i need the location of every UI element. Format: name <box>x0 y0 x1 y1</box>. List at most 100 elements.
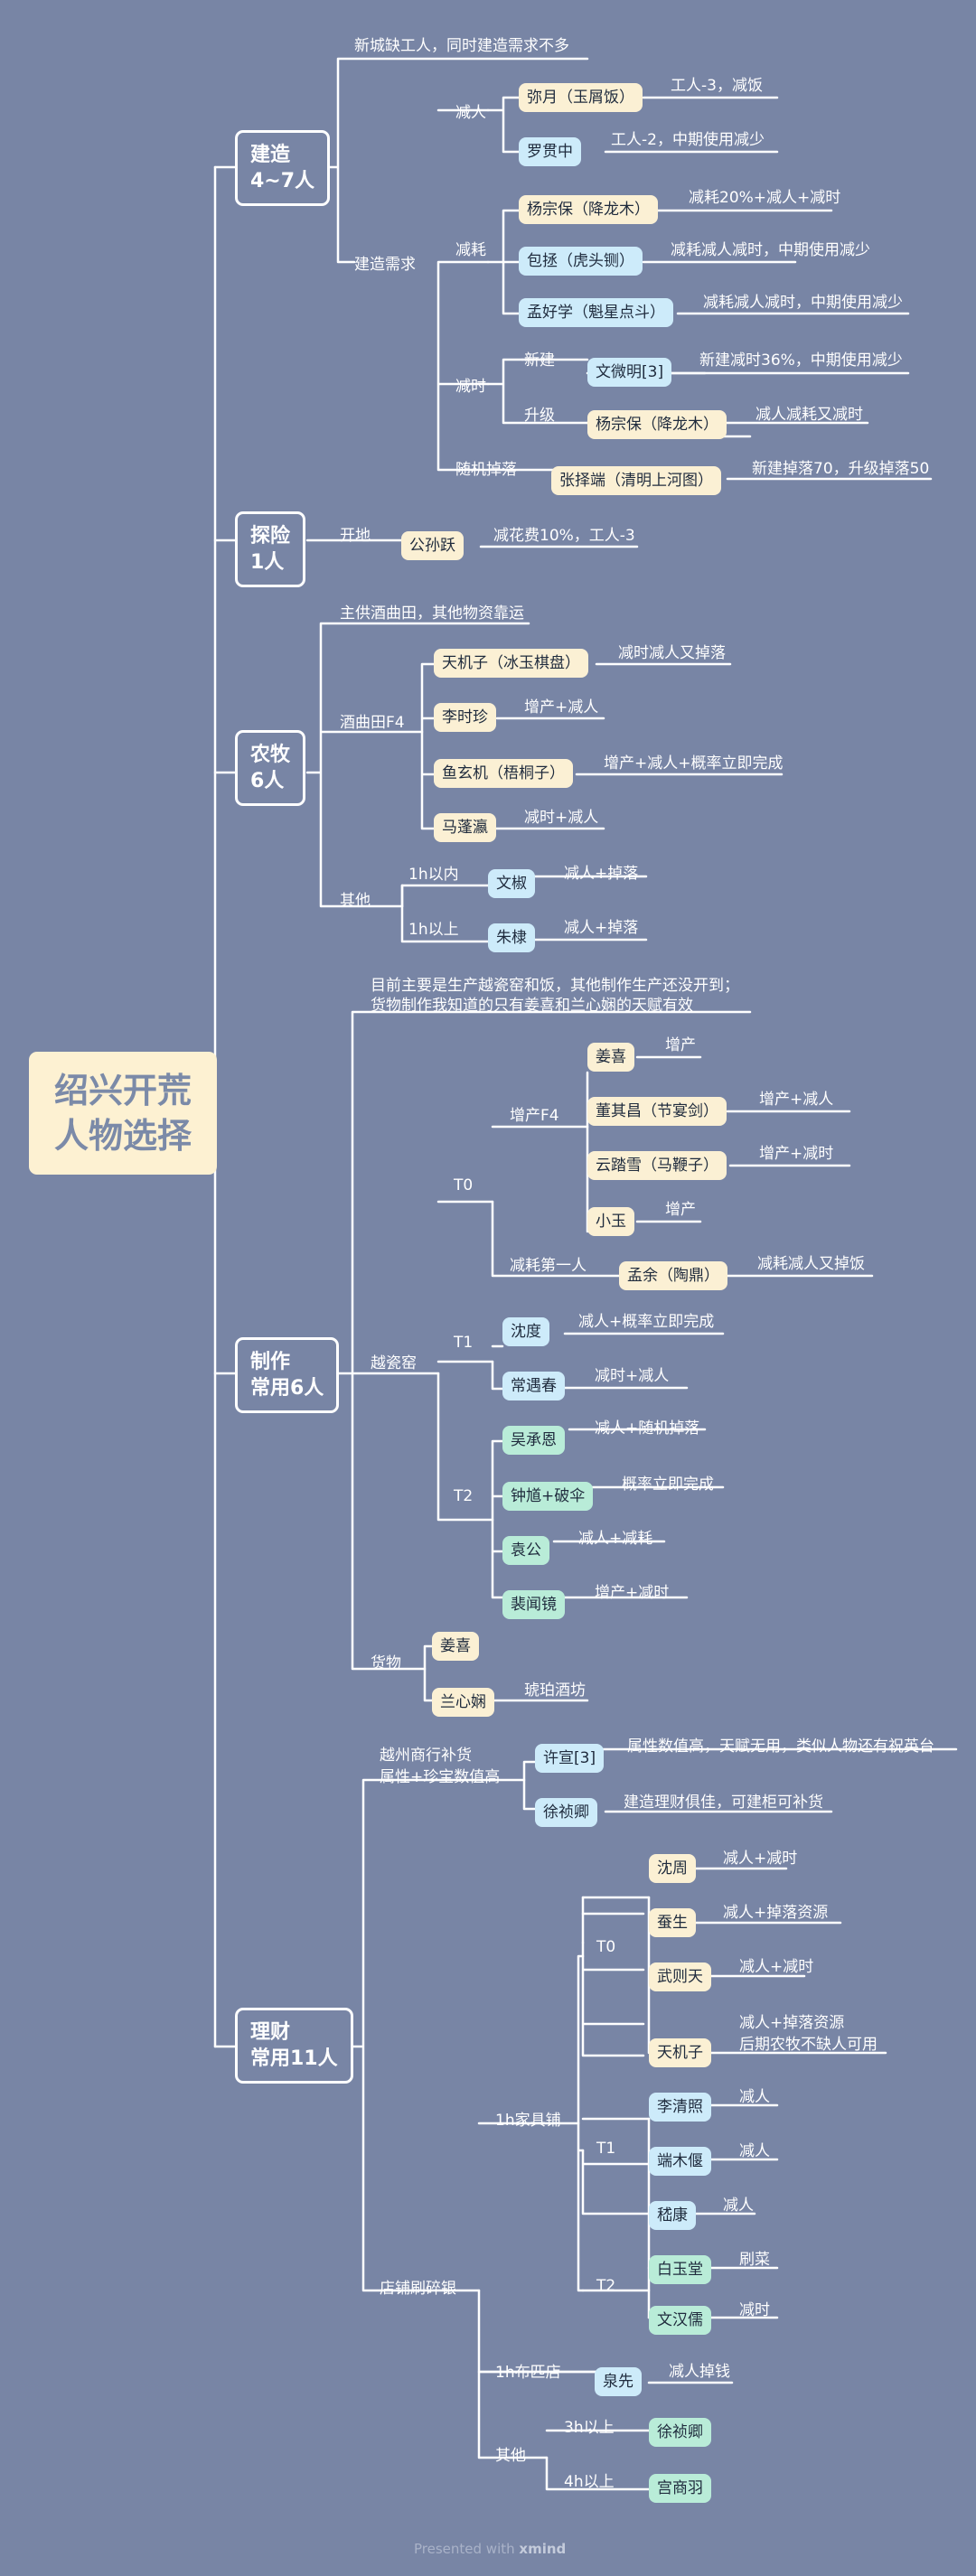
talent-desc[interactable]: 减人+掉落 <box>564 865 639 883</box>
category-finance[interactable]: 理财 常用11人 <box>235 2008 353 2084</box>
talent-desc[interactable]: 减人+掉落 <box>564 919 639 937</box>
person-node[interactable]: 袁公 <box>502 1536 549 1565</box>
talent-desc[interactable]: 减花费10%，工人-3 <box>493 527 635 545</box>
person-node[interactable]: 弥月（玉屑饭） <box>519 83 643 112</box>
person-node[interactable]: 文汉儒 <box>649 2306 711 2335</box>
talent-desc[interactable]: 新建减时36%，中期使用减少 <box>699 351 903 370</box>
talent-desc[interactable]: 建造理财俱佳，可建柜可补货 <box>624 1794 823 1812</box>
make-jianhao-first[interactable]: 减耗第一人 <box>510 1257 587 1275</box>
person-node[interactable]: 裴闻镜 <box>502 1590 565 1619</box>
talent-desc[interactable]: 减耗减人减时，中期使用减少 <box>703 294 903 312</box>
finance-shang-2[interactable]: 属性+珍宝数值高 <box>380 1768 501 1786</box>
person-node[interactable]: 白玉堂 <box>649 2255 711 2284</box>
finance-t0[interactable]: T0 <box>596 1938 616 1956</box>
talent-desc[interactable]: 工人-2，中期使用减少 <box>611 131 765 149</box>
talent-desc[interactable]: 减时+减人 <box>524 809 599 827</box>
person-node[interactable]: 许宣[3] <box>535 1744 605 1773</box>
person-node[interactable]: 鱼玄机（梧桐子） <box>434 759 573 788</box>
person-node[interactable]: 云踏雪（马鞭子） <box>587 1151 727 1180</box>
talent-desc[interactable]: 减时减人又掉落 <box>618 644 726 662</box>
make-note-1[interactable]: 目前主要是生产越瓷窑和饭，其他制作生产还没开到； <box>371 977 739 995</box>
talent-desc[interactable]: 增产 <box>665 1201 696 1219</box>
category-make[interactable]: 制作 常用6人 <box>235 1337 340 1413</box>
talent-desc[interactable]: 刷菜 <box>739 2251 770 2269</box>
person-node[interactable]: 张择端（清明上河图） <box>551 466 721 495</box>
person-node[interactable]: 杨宗保（降龙木） <box>519 195 658 224</box>
person-node[interactable]: 孟余（陶鼎） <box>619 1261 727 1290</box>
person-node[interactable]: 孟好学（魁星点斗） <box>519 298 673 327</box>
talent-desc[interactable]: 减人+随机掉落 <box>595 1419 700 1438</box>
person-node[interactable]: 沈周 <box>649 1854 696 1883</box>
person-node[interactable]: 姜喜 <box>587 1043 634 1072</box>
talent-desc[interactable]: 减人+减耗 <box>578 1530 653 1548</box>
talent-desc[interactable]: 减时 <box>739 2301 770 2319</box>
finance-3h[interactable]: 3h以上 <box>564 2419 615 2437</box>
farm-1h-within[interactable]: 1h以内 <box>408 866 459 884</box>
person-node[interactable]: 董其昌（节宴剑） <box>587 1097 727 1126</box>
make-note-2[interactable]: 货物制作我知道的只有姜喜和兰心娴的天赋有效 <box>371 997 693 1015</box>
person-node[interactable]: 端木偃 <box>649 2147 711 2176</box>
talent-desc[interactable]: 减耗减人减时，中期使用减少 <box>671 241 870 259</box>
person-node[interactable]: 钟馗+破伞 <box>502 1482 594 1511</box>
talent-desc[interactable]: 减人+减时 <box>739 1958 814 1976</box>
person-node[interactable]: 常遇春 <box>502 1372 565 1400</box>
person-node[interactable]: 文微明[3] <box>587 358 672 387</box>
build-xinjian[interactable]: 新建 <box>524 351 555 370</box>
farm-jiuqu[interactable]: 酒曲田F4 <box>340 714 405 732</box>
talent-desc[interactable]: 减人掉钱 <box>669 2363 730 2381</box>
farm-1h-above[interactable]: 1h以上 <box>408 921 459 939</box>
person-node[interactable]: 朱棣 <box>488 923 535 952</box>
talent-desc[interactable]: 增产+减时 <box>759 1145 834 1163</box>
category-explore[interactable]: 探险 1人 <box>235 511 306 587</box>
talent-desc[interactable]: 减耗减人又掉饭 <box>757 1255 865 1273</box>
person-node[interactable]: 武则天 <box>649 1962 711 1991</box>
person-node[interactable]: 李时珍 <box>434 703 496 732</box>
build-note[interactable]: 新城缺工人，同时建造需求不多 <box>354 37 569 55</box>
talent-desc[interactable]: 减人+概率立即完成 <box>578 1313 715 1331</box>
talent-desc[interactable]: 后期农牧不缺人可用 <box>739 2036 877 2054</box>
build-suiji[interactable]: 随机掉落 <box>455 461 517 479</box>
talent-desc[interactable]: 增产+减人+概率立即完成 <box>604 754 784 773</box>
build-jianshi[interactable]: 减时 <box>455 378 486 396</box>
person-node[interactable]: 天机子 <box>649 2038 711 2067</box>
talent-desc[interactable]: 减人减耗又减时 <box>755 406 863 424</box>
talent-desc[interactable]: 减人 <box>723 2197 754 2215</box>
build-jianren[interactable]: 减人 <box>455 104 486 122</box>
talent-desc[interactable]: 新建掉落70，升级掉落50 <box>752 460 930 478</box>
person-node[interactable]: 宫商羽 <box>649 2474 711 2503</box>
talent-desc[interactable]: 增产+减时 <box>595 1584 670 1602</box>
talent-desc[interactable]: 琥珀酒坊 <box>524 1681 586 1700</box>
person-node[interactable]: 徐祯卿 <box>535 1798 597 1827</box>
category-build[interactable]: 建造 4~7人 <box>235 130 331 206</box>
make-t0[interactable]: T0 <box>454 1176 474 1194</box>
talent-desc[interactable]: 减时+减人 <box>595 1367 670 1385</box>
finance-t1[interactable]: T1 <box>596 2140 616 2158</box>
person-node[interactable]: 李清照 <box>649 2093 711 2122</box>
person-node[interactable]: 姜喜 <box>432 1632 479 1661</box>
person-node[interactable]: 公孙跃 <box>401 531 464 560</box>
person-node[interactable]: 吴承恩 <box>502 1426 565 1455</box>
finance-qita[interactable]: 其他 <box>495 2447 526 2465</box>
make-huowu[interactable]: 货物 <box>371 1654 401 1672</box>
talent-desc[interactable]: 增产+减人 <box>524 698 599 717</box>
talent-desc[interactable]: 属性数值高，天赋无用，类似人物还有祝英台 <box>627 1738 934 1756</box>
talent-desc[interactable]: 工人-3，减饭 <box>671 77 763 95</box>
person-node[interactable]: 文椒 <box>488 869 535 898</box>
talent-desc[interactable]: 增产 <box>665 1036 696 1054</box>
finance-4h[interactable]: 4h以上 <box>564 2473 615 2491</box>
person-node[interactable]: 沈度 <box>502 1317 549 1346</box>
build-jianhao[interactable]: 减耗 <box>455 241 486 259</box>
person-node[interactable]: 小玉 <box>587 1207 634 1236</box>
make-t1[interactable]: T1 <box>454 1334 474 1352</box>
talent-desc[interactable]: 增产+减人 <box>759 1091 834 1109</box>
finance-jiaju[interactable]: 1h家具铺 <box>495 2112 561 2130</box>
finance-shang-1[interactable]: 越州商行补货 <box>380 1747 472 1765</box>
make-t2[interactable]: T2 <box>454 1487 474 1505</box>
build-need[interactable]: 建造需求 <box>354 256 416 274</box>
person-node[interactable]: 包拯（虎头铡） <box>519 247 643 276</box>
explore-kaidi[interactable]: 开地 <box>340 527 371 545</box>
person-node[interactable]: 天机子（冰玉棋盘） <box>434 649 588 678</box>
talent-desc[interactable]: 减人+掉落资源 <box>739 2014 845 2032</box>
talent-desc[interactable]: 减人 <box>739 2142 770 2160</box>
make-yueci[interactable]: 越瓷窑 <box>371 1354 417 1372</box>
